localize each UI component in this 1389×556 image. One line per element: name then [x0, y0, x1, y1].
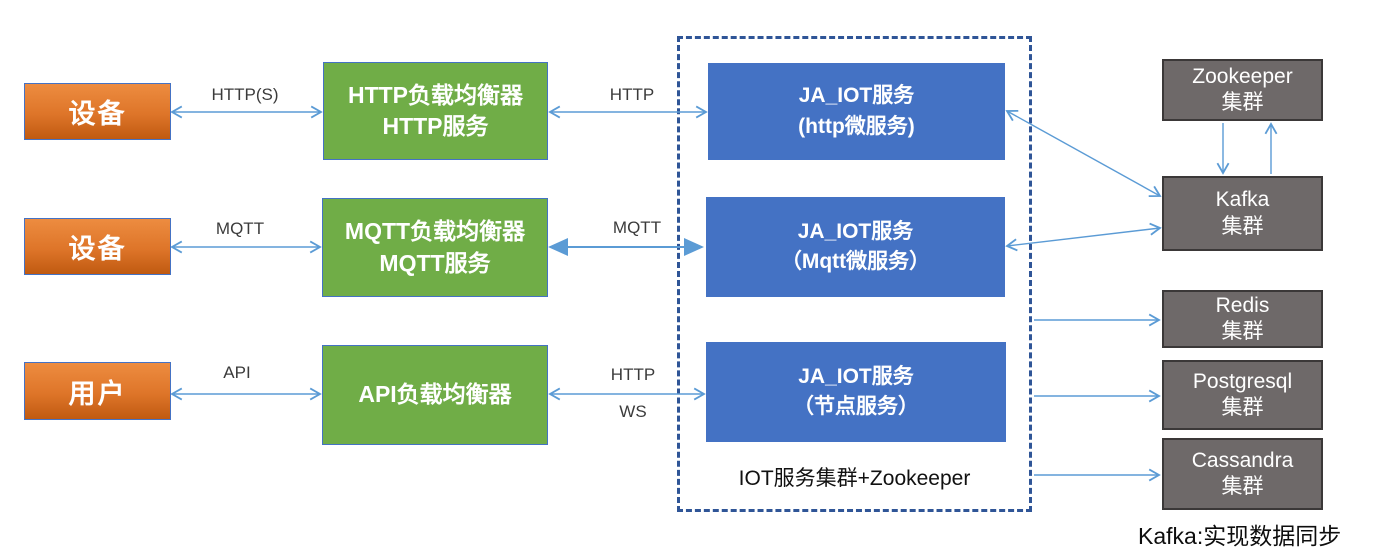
node-user-label: 用户	[68, 378, 127, 409]
node-mqtt-load-balancer-line1: MQTT负载均衡器	[344, 218, 526, 245]
node-postgresql-cluster-line2: 集群	[1221, 396, 1264, 419]
node-cassandra-cluster-line2: 集群	[1221, 475, 1264, 498]
node-device-1: 设备	[24, 83, 171, 140]
node-jaiot-http-service-line2: (http微服务)	[798, 114, 915, 138]
node-cassandra-cluster: Cassandra 集群	[1162, 438, 1323, 510]
node-postgresql-cluster: Postgresql 集群	[1162, 360, 1323, 430]
node-device-1-label: 设备	[68, 99, 127, 129]
node-jaiot-node-service-line2: （节点服务）	[793, 395, 919, 418]
edge-label-http-row1: HTTP	[609, 85, 655, 104]
node-device-2-label: 设备	[68, 234, 127, 264]
node-jaiot-node-service-line1: JA_IOT服务	[798, 364, 914, 388]
node-jaiot-node-service: JA_IOT服务 （节点服务）	[706, 342, 1006, 442]
node-redis-cluster-line2: 集群	[1221, 320, 1264, 343]
node-redis-cluster-line1: Redis	[1215, 293, 1270, 317]
node-mqtt-load-balancer-line2: MQTT服务	[379, 249, 491, 276]
node-zookeeper-cluster-line2: 集群	[1221, 91, 1264, 114]
node-user: 用户	[24, 362, 171, 420]
node-mqtt-load-balancer: MQTT负载均衡器 MQTT服务	[322, 198, 548, 297]
node-jaiot-mqtt-service-line2: （Mqtt微服务）	[780, 250, 931, 273]
node-kafka-cluster: Kafka 集群	[1162, 176, 1323, 251]
iot-cluster-label: IOT服务集群+Zookeeper	[738, 467, 971, 490]
node-postgresql-cluster-line1: Postgresql	[1192, 369, 1293, 393]
edge-label-mqtt-left: MQTT	[215, 219, 265, 238]
node-api-load-balancer-label: API负载均衡器	[358, 381, 512, 408]
node-zookeeper-cluster: Zookeeper 集群	[1162, 59, 1323, 121]
node-redis-cluster: Redis 集群	[1162, 290, 1323, 348]
node-kafka-cluster-line1: Kafka	[1215, 188, 1270, 212]
node-http-load-balancer-line2: HTTP服务	[382, 113, 489, 139]
node-zookeeper-cluster-line1: Zookeeper	[1192, 64, 1293, 88]
iot-cluster-dashed-box	[677, 36, 1032, 512]
node-api-load-balancer: API负载均衡器	[322, 345, 548, 445]
node-jaiot-mqtt-service: JA_IOT服务 （Mqtt微服务）	[706, 197, 1005, 297]
node-jaiot-http-service: JA_IOT服务 (http微服务)	[708, 63, 1005, 160]
node-cassandra-cluster-line1: Cassandra	[1191, 448, 1294, 472]
edge-label-ws: WS	[619, 402, 647, 421]
kafka-sync-footnote: Kafka:实现数据同步	[1138, 523, 1342, 549]
node-device-2: 设备	[24, 218, 171, 275]
edge-label-mqtt-right: MQTT	[612, 218, 662, 237]
node-http-load-balancer-line1: HTTP负载均衡器	[347, 81, 524, 108]
node-jaiot-mqtt-service-line1: JA_IOT服务	[797, 219, 914, 243]
edge-label-api: API	[223, 363, 251, 382]
edge-label-http-row3: HTTP	[610, 365, 656, 384]
edge-label-https: HTTP(S)	[211, 85, 279, 104]
node-kafka-cluster-line2: 集群	[1221, 214, 1264, 238]
node-http-load-balancer: HTTP负载均衡器 HTTP服务	[323, 62, 548, 160]
node-jaiot-http-service-line1: JA_IOT服务	[798, 84, 915, 108]
